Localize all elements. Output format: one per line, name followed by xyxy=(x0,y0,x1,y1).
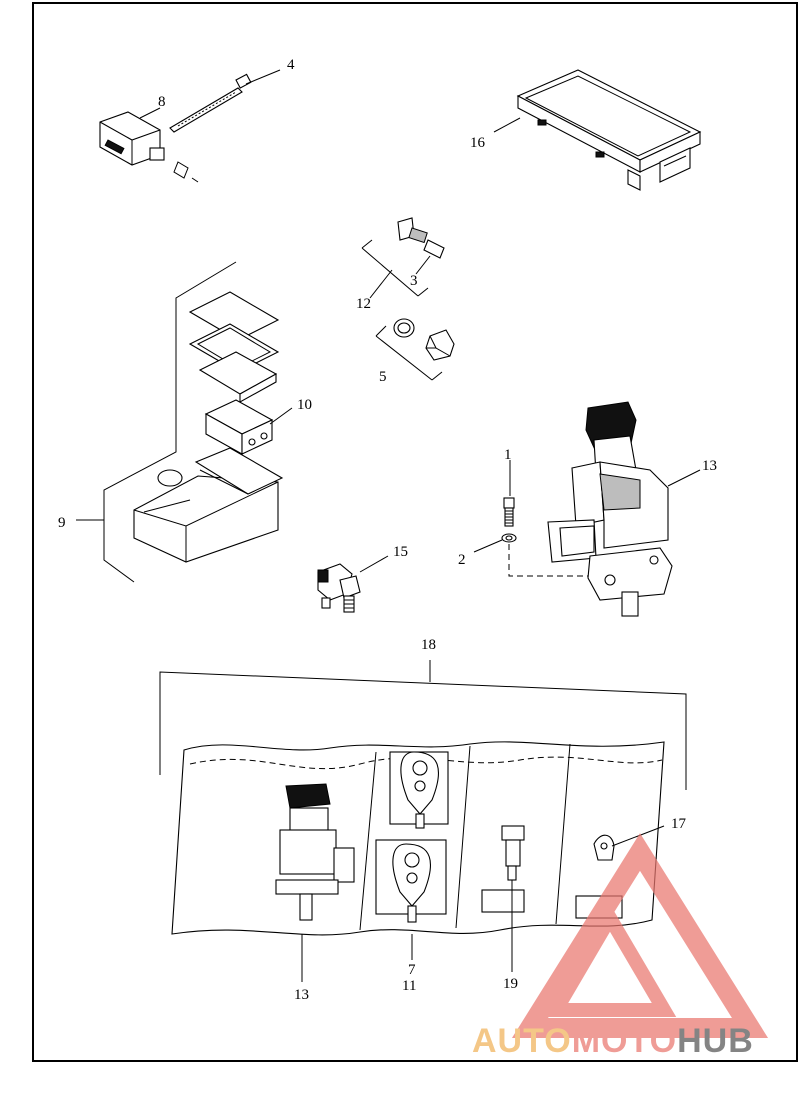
callout-3: 3 xyxy=(410,273,418,289)
leader-lines xyxy=(76,69,701,982)
callout-labels: 8 4 16 3 12 5 10 9 1 2 13 15 18 17 13 7 … xyxy=(58,57,717,1003)
callout-4: 4 xyxy=(287,57,295,73)
callout-13-lower: 13 xyxy=(294,987,309,1003)
watermark-part-1: AUTO xyxy=(472,1022,572,1060)
part-9-battery-box xyxy=(103,261,284,583)
screw-guide-line xyxy=(508,544,600,577)
callout-16: 16 xyxy=(470,135,486,151)
watermark-part-3: HUB xyxy=(677,1022,754,1060)
callout-15: 15 xyxy=(393,544,408,560)
callout-13-upper: 13 xyxy=(702,458,717,474)
part-5-drain-plug xyxy=(375,318,455,381)
callout-5: 5 xyxy=(379,369,387,385)
callout-10: 10 xyxy=(297,397,312,413)
watermark: AUTOMOTOHUB xyxy=(472,833,769,1060)
callout-2: 2 xyxy=(458,552,466,568)
callout-19: 19 xyxy=(503,976,518,992)
callout-12: 12 xyxy=(356,296,371,312)
drawing-frame xyxy=(32,2,798,1062)
callout-1: 1 xyxy=(504,447,512,463)
part-16-control-module xyxy=(516,69,702,191)
callout-7: 7 xyxy=(408,962,416,978)
part-12-sensor xyxy=(361,217,445,297)
part-13-ignition-switch xyxy=(547,401,673,617)
watermark-part-2: MOTO xyxy=(572,1022,677,1060)
callout-8: 8 xyxy=(158,94,166,110)
watermark-triangle-logo xyxy=(511,833,769,1038)
part-2-washer xyxy=(501,533,517,543)
callout-18: 18 xyxy=(421,637,436,653)
callout-11: 11 xyxy=(402,978,416,994)
part-4-cable-tie xyxy=(169,73,252,133)
part-8-connector xyxy=(99,111,199,183)
callout-17: 17 xyxy=(671,816,687,832)
part-1-screw xyxy=(503,497,515,527)
callout-9: 9 xyxy=(58,515,66,531)
watermark-text: AUTOMOTOHUB xyxy=(472,1022,754,1060)
part-18-kit-card xyxy=(159,660,687,936)
part-15-sensor xyxy=(317,563,361,613)
